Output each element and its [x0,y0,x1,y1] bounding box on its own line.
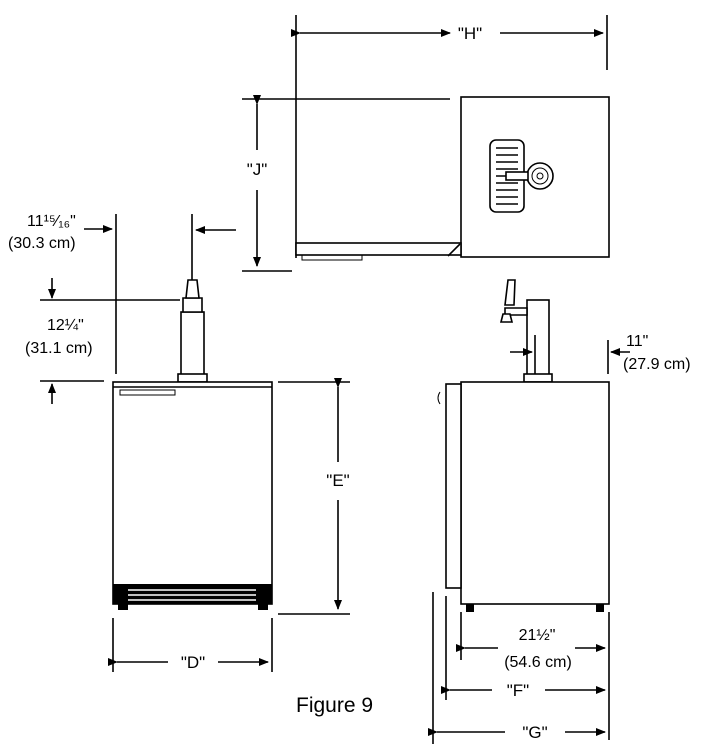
side-tap-in-label: 11" [626,333,648,350]
h-label: "H" [458,24,482,43]
side-door [445,383,462,589]
depth-in-label: 21½" [519,627,556,644]
front-cabinet [112,381,273,605]
front-grille [113,584,272,604]
front-tower [180,311,205,383]
side-tower [526,299,550,383]
figure-caption: Figure 9 [296,694,373,717]
side-tap-cm-label: (27.9 cm) [623,356,691,373]
j-label: "J" [247,160,268,179]
side-tap-handle-icon [504,279,516,306]
tower-height-cm-label: (31.1 cm) [25,340,93,357]
d-label: "D" [181,653,205,672]
side-view: 11" (27.9 cm) 21½" (54.6 cm) "F" "G" [428,279,691,744]
tap-offset-in-label: 11¹⁵⁄₁₆" [27,213,76,230]
tap-offset-cm-label: (30.3 cm) [8,235,76,252]
front-tap-handle-icon [185,279,200,299]
g-label: "G" [522,723,547,742]
side-cabinet [460,381,610,605]
top-view: "H" "J" [242,15,610,272]
tower-height-in-label: 12¼" [47,317,84,334]
tap-top-icon [526,162,554,190]
top-door [295,242,462,256]
e-label: "E" [326,471,349,490]
front-view: 11¹⁵⁄₁₆" (30.3 cm) 12¼" (31.1 cm) [8,213,350,672]
f-label: "F" [507,681,529,700]
depth-cm-label: (54.6 cm) [504,654,572,671]
